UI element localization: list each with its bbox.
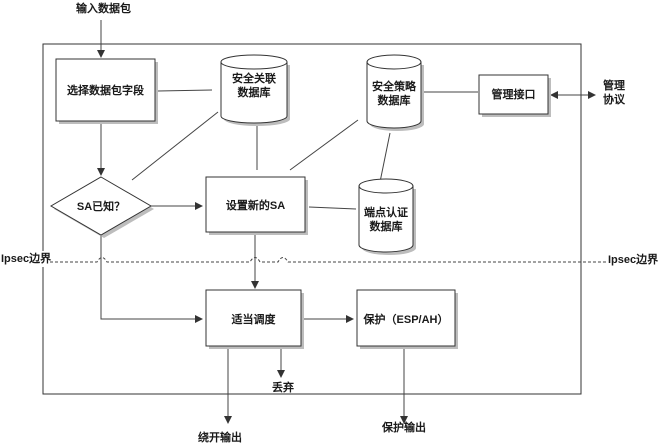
- input-packet-label: 输入数据包: [76, 1, 131, 15]
- protect-output-label: 保护输出: [381, 420, 426, 434]
- bypass-output-label: 绕开输出: [198, 430, 242, 444]
- line-select-to-sa-db: [157, 89, 213, 92]
- mgmt-protocol-label-1: 管理: [603, 78, 625, 92]
- policy-db-label-1: 安全策略: [372, 79, 417, 93]
- sa-db-label-1: 安全关联: [232, 71, 276, 85]
- protect-label: 保护（ESP/AH）: [363, 312, 449, 326]
- line-sa-db-to-sa-known: [131, 111, 219, 181]
- policy-db-label-2: 数据库: [378, 93, 411, 107]
- mgmt-interface-box: 管理接口: [478, 74, 551, 117]
- schedule-box: 适当调度: [205, 289, 304, 349]
- select-field-label: 选择数据包字段: [67, 83, 144, 97]
- policy-database: 安全策略 数据库: [366, 54, 424, 131]
- schedule-label: 适当调度: [232, 312, 277, 326]
- ipsec-boundary-label-right: Ipsec边界: [608, 252, 658, 266]
- sa-known-decision: SA已知？: [50, 176, 154, 238]
- outer-frame: [42, 43, 582, 395]
- mgmt-protocol-label-2: 协议: [603, 92, 626, 106]
- discard-label: 丢弃: [272, 380, 294, 394]
- endpoint-db-label-2: 数据库: [370, 219, 403, 233]
- mgmt-interface-label: 管理接口: [492, 87, 536, 101]
- arrow-sa-known-to-schedule: [100, 236, 203, 323]
- endpoint-db-label-1: 端点认证: [364, 205, 408, 219]
- sa-known-label: SA已知？: [77, 199, 125, 213]
- ipsec-boundary-line: [0, 257, 664, 263]
- line-policy-db-to-endpoint-db: [379, 132, 391, 183]
- set-new-sa-box: 设置新的SA: [205, 176, 308, 235]
- select-field-box: 选择数据包字段: [55, 58, 158, 124]
- protect-box: 保护（ESP/AH）: [356, 289, 458, 349]
- sa-database: 安全关联 数据库: [220, 54, 290, 126]
- endpoint-auth-database: 端点认证 数据库: [358, 178, 416, 255]
- line-set-sa-to-endpoint-db: [308, 206, 357, 210]
- set-new-sa-label: 设置新的SA: [226, 198, 285, 212]
- ipsec-boundary-label-left: Ipsec边界: [1, 251, 51, 265]
- line-policy-db-to-set-sa: [289, 119, 359, 171]
- sa-db-label-2: 数据库: [238, 85, 271, 99]
